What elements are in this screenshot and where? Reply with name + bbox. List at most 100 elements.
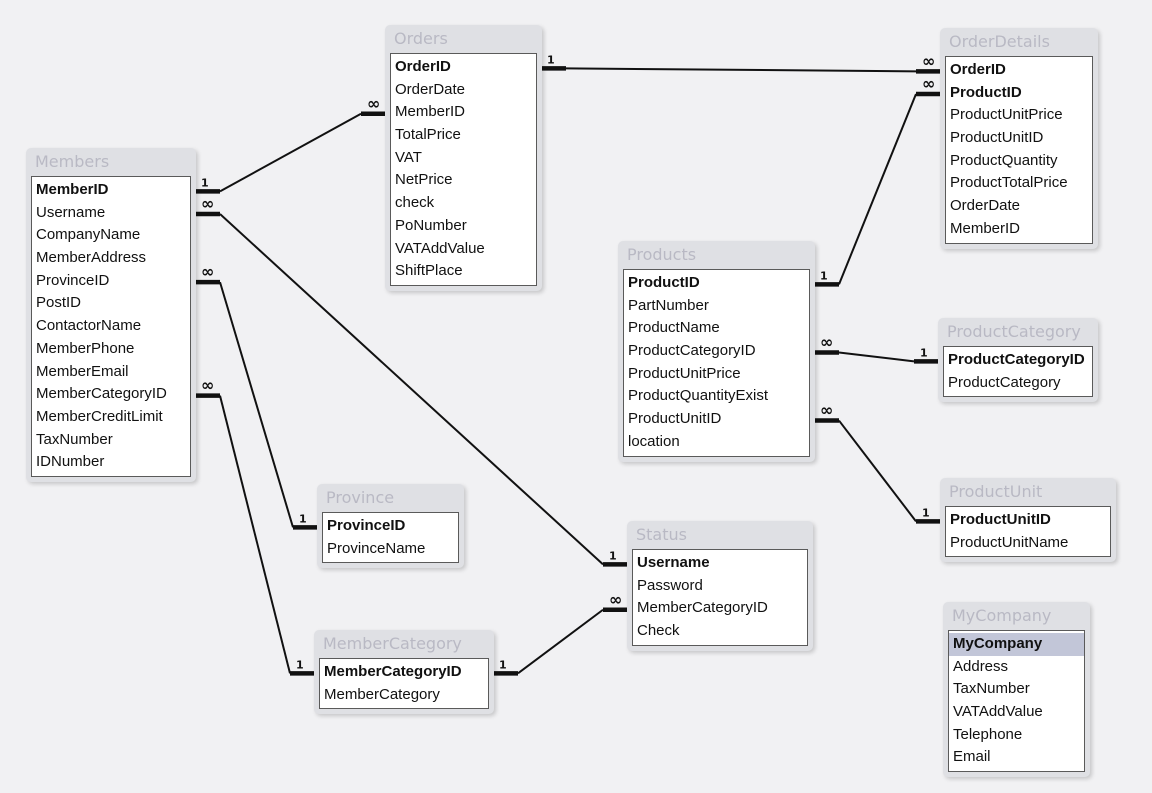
relationship-province-members[interactable]: 1∞ <box>196 262 317 530</box>
field-productunitid[interactable]: ProductUnitID <box>628 410 722 428</box>
field-shiftplace[interactable]: ShiftPlace <box>395 262 463 280</box>
field-memberid[interactable]: MemberID <box>950 219 1021 237</box>
field-productunitid[interactable]: ProductUnitID <box>950 129 1044 147</box>
field-companyname[interactable]: CompanyName <box>36 226 141 244</box>
field-check[interactable]: check <box>395 194 435 212</box>
table-title[interactable]: MemberCategory <box>323 634 462 653</box>
field-email[interactable]: Email <box>953 748 991 766</box>
field-memberaddress[interactable]: MemberAddress <box>36 249 147 267</box>
field-orderdate[interactable]: OrderDate <box>395 80 466 98</box>
field-memberid[interactable]: MemberID <box>395 103 466 121</box>
field-taxnumber[interactable]: TaxNumber <box>36 430 113 448</box>
field-membercreditlimit[interactable]: MemberCreditLimit <box>36 407 163 425</box>
field-address[interactable]: Address <box>953 657 1009 675</box>
field-taxnumber[interactable]: TaxNumber <box>953 680 1030 698</box>
field-productquantityexist[interactable]: ProductQuantityExist <box>628 387 769 405</box>
relationship-membercategory-status[interactable]: 1∞ <box>494 590 627 676</box>
field-vataddvalue[interactable]: VATAddValue <box>395 239 485 257</box>
table-title[interactable]: Products <box>627 245 697 264</box>
table-title[interactable]: ProductCategory <box>947 322 1081 341</box>
table-title[interactable]: ProductUnit <box>949 482 1043 501</box>
field-productname[interactable]: ProductName <box>628 319 720 337</box>
field-productunitname[interactable]: ProductUnitName <box>950 533 1069 551</box>
relationship-productunit-products[interactable]: 1∞ <box>815 401 940 524</box>
field-provincename[interactable]: ProvinceName <box>327 539 426 557</box>
relationship-line <box>838 419 917 522</box>
field-telephone[interactable]: Telephone <box>953 725 1023 743</box>
field-list[interactable]: ProductUnitID ProductUnitName <box>945 506 1111 558</box>
field-provinceid[interactable]: ProvinceID <box>327 517 406 534</box>
field-postid[interactable]: PostID <box>36 294 82 312</box>
table-title[interactable]: MyCompany <box>952 606 1052 625</box>
field-username[interactable]: Username <box>637 554 710 571</box>
field-password[interactable]: Password <box>637 576 703 594</box>
field-producttotalprice[interactable]: ProductTotalPrice <box>950 174 1068 192</box>
field-productcategory[interactable]: ProductCategory <box>948 373 1061 391</box>
field-orderid[interactable]: OrderID <box>395 58 451 75</box>
field-provinceid[interactable]: ProvinceID <box>36 271 110 289</box>
field-contactorname[interactable]: ContactorName <box>36 317 142 335</box>
field-check[interactable]: Check <box>637 622 680 640</box>
field-orderid[interactable]: OrderID <box>950 61 1006 78</box>
field-productquantity[interactable]: ProductQuantity <box>950 151 1058 169</box>
field-productunitid[interactable]: ProductUnitID <box>950 511 1051 528</box>
field-partnumber[interactable]: PartNumber <box>628 296 709 314</box>
field-netprice[interactable]: NetPrice <box>395 171 453 189</box>
field-memberemail[interactable]: MemberEmail <box>36 362 129 380</box>
table-title[interactable]: Members <box>35 152 110 171</box>
field-membercategory[interactable]: MemberCategory <box>324 685 440 703</box>
table-title[interactable]: Status <box>636 525 687 544</box>
field-productid[interactable]: ProductID <box>950 83 1022 101</box>
field-vataddvalue[interactable]: VATAddValue <box>953 703 1043 721</box>
field-totalprice[interactable]: TotalPrice <box>395 126 461 144</box>
table-title[interactable]: Orders <box>394 29 448 48</box>
field-productunitprice[interactable]: ProductUnitPrice <box>950 106 1063 124</box>
relationship-productcategory-products[interactable]: 1∞ <box>815 332 938 364</box>
field-membercategoryid[interactable]: MemberCategoryID <box>637 599 768 617</box>
field-productid[interactable]: ProductID <box>628 274 700 291</box>
many-cardinality-label: ∞ <box>922 74 935 93</box>
field-vat[interactable]: VAT <box>395 148 422 166</box>
field-mycompany[interactable]: MyCompany <box>949 633 1084 656</box>
field-productcategoryid[interactable]: ProductCategoryID <box>628 342 756 360</box>
relationship-products-orderdetails[interactable]: 1∞ <box>815 74 940 287</box>
field-orderdate[interactable]: OrderDate <box>950 197 1021 215</box>
field-productunitprice[interactable]: ProductUnitPrice <box>628 364 741 382</box>
field-list[interactable]: ProvinceID ProvinceName <box>322 512 459 564</box>
relationship-membercategory-members[interactable]: 1∞ <box>196 376 314 676</box>
field-list[interactable]: ProductCategoryID ProductCategory <box>943 346 1093 398</box>
field-list[interactable]: MemberCategoryID MemberCategory <box>319 658 489 710</box>
field-idnumber[interactable]: IDNumber <box>36 453 105 471</box>
table-title[interactable]: OrderDetails <box>949 32 1050 51</box>
relationship-orders-orderdetails[interactable]: 1∞ <box>542 51 940 74</box>
field-username[interactable]: Username <box>36 203 106 221</box>
relationship-line <box>219 281 294 528</box>
field-location[interactable]: location <box>628 432 680 450</box>
field-membercategoryid[interactable]: MemberCategoryID <box>324 663 462 680</box>
field-memberid[interactable]: MemberID <box>36 181 109 198</box>
field-productcategoryid[interactable]: ProductCategoryID <box>948 351 1085 368</box>
field-membercategoryid[interactable]: MemberCategoryID <box>36 385 167 403</box>
relationship-members-orders[interactable]: 1∞ <box>196 94 385 194</box>
table-title[interactable]: Province <box>326 488 395 507</box>
one-cardinality-label: 1 <box>820 269 828 282</box>
field-memberphone[interactable]: MemberPhone <box>36 339 135 357</box>
field-ponumber[interactable]: PoNumber <box>395 216 467 234</box>
